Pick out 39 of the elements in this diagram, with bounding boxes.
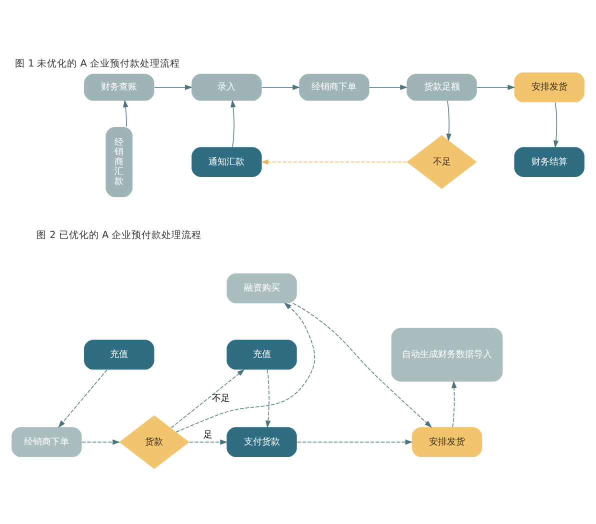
arrow [292, 302, 432, 428]
node-box: 充值 [226, 339, 297, 370]
arrow [262, 84, 300, 90]
node-box: 融资购买 [226, 272, 297, 303]
arrow [82, 439, 120, 444]
node-box: 货款足额 [406, 73, 477, 100]
arrow [553, 102, 559, 148]
edge-label: 足 [204, 430, 212, 440]
node-box: 财务查账 [84, 73, 154, 100]
arrow [123, 99, 128, 127]
node-box: 安排发货 [514, 72, 584, 102]
diagram-title: 图 1 未优化的 A 企业预付款处理流程 [14, 58, 180, 70]
arrow [451, 380, 457, 427]
arrow [154, 84, 193, 90]
node-box: 经销商汇款 [106, 126, 133, 197]
node-box: 自动生成财务数据导入 [391, 327, 503, 382]
arrow [189, 439, 228, 444]
node-box: 录入 [192, 73, 262, 100]
node-box: 充值 [84, 339, 154, 370]
arrow [476, 84, 516, 90]
arrow [58, 369, 108, 428]
node-box: 支付货款 [226, 426, 297, 457]
arrow [296, 439, 413, 444]
node-diamond: 不足 [406, 134, 477, 188]
label: 图 2 已优化的 A 企业预付款处理流程 [36, 229, 202, 240]
node-diamond: 货款 [119, 414, 190, 468]
edge-label: 不足 [212, 393, 230, 404]
arrow [260, 158, 408, 164]
node-box: 经销商下单 [12, 426, 82, 457]
arrow [230, 99, 236, 147]
node-box: 经销商下单 [299, 73, 370, 100]
node-box: 通知汇款 [192, 146, 262, 176]
arrow [369, 84, 408, 90]
arrow [266, 369, 271, 428]
arrow [176, 302, 315, 432]
arrow [446, 100, 452, 141]
node-box: 财务结算 [514, 146, 584, 176]
node-box: 安排发货 [412, 426, 482, 457]
arrow [170, 368, 245, 428]
